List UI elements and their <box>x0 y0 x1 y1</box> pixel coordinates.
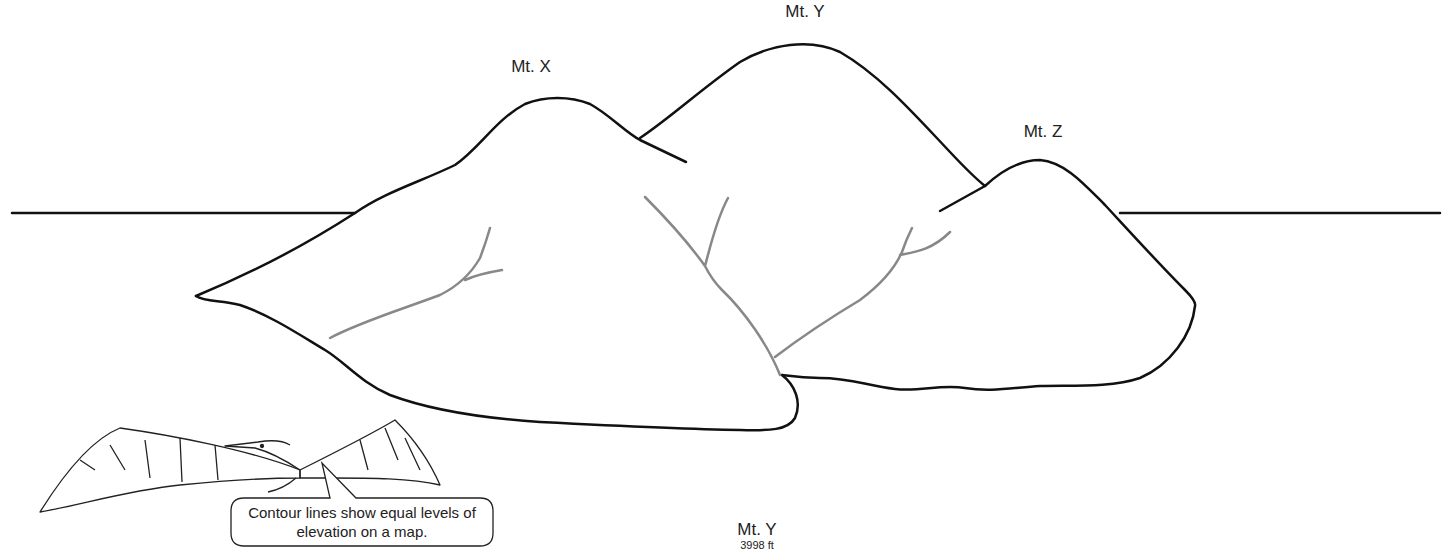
mountain-name: Mt. X <box>511 57 551 77</box>
speech-bubble: Contour lines show equal levels of eleva… <box>230 497 494 547</box>
mountain-y-outline <box>640 44 985 186</box>
elevation-label: 3998 ft <box>740 539 774 551</box>
mountain-name: Mt. Y <box>785 2 824 22</box>
bubble-shape <box>231 463 493 546</box>
mountain-z-outline <box>782 160 1195 390</box>
stream-line <box>775 228 950 357</box>
mountain-name: Mt. Z <box>1024 122 1063 142</box>
mountain-name: Mt. Y <box>737 520 776 540</box>
horizon-line <box>12 212 1440 215</box>
stream-line <box>645 197 780 375</box>
mountain-x-outline <box>196 98 686 296</box>
bubble-text: Contour lines show equal levels of eleva… <box>242 503 482 541</box>
mountain-front-base <box>196 296 798 430</box>
stream-line <box>330 228 502 338</box>
